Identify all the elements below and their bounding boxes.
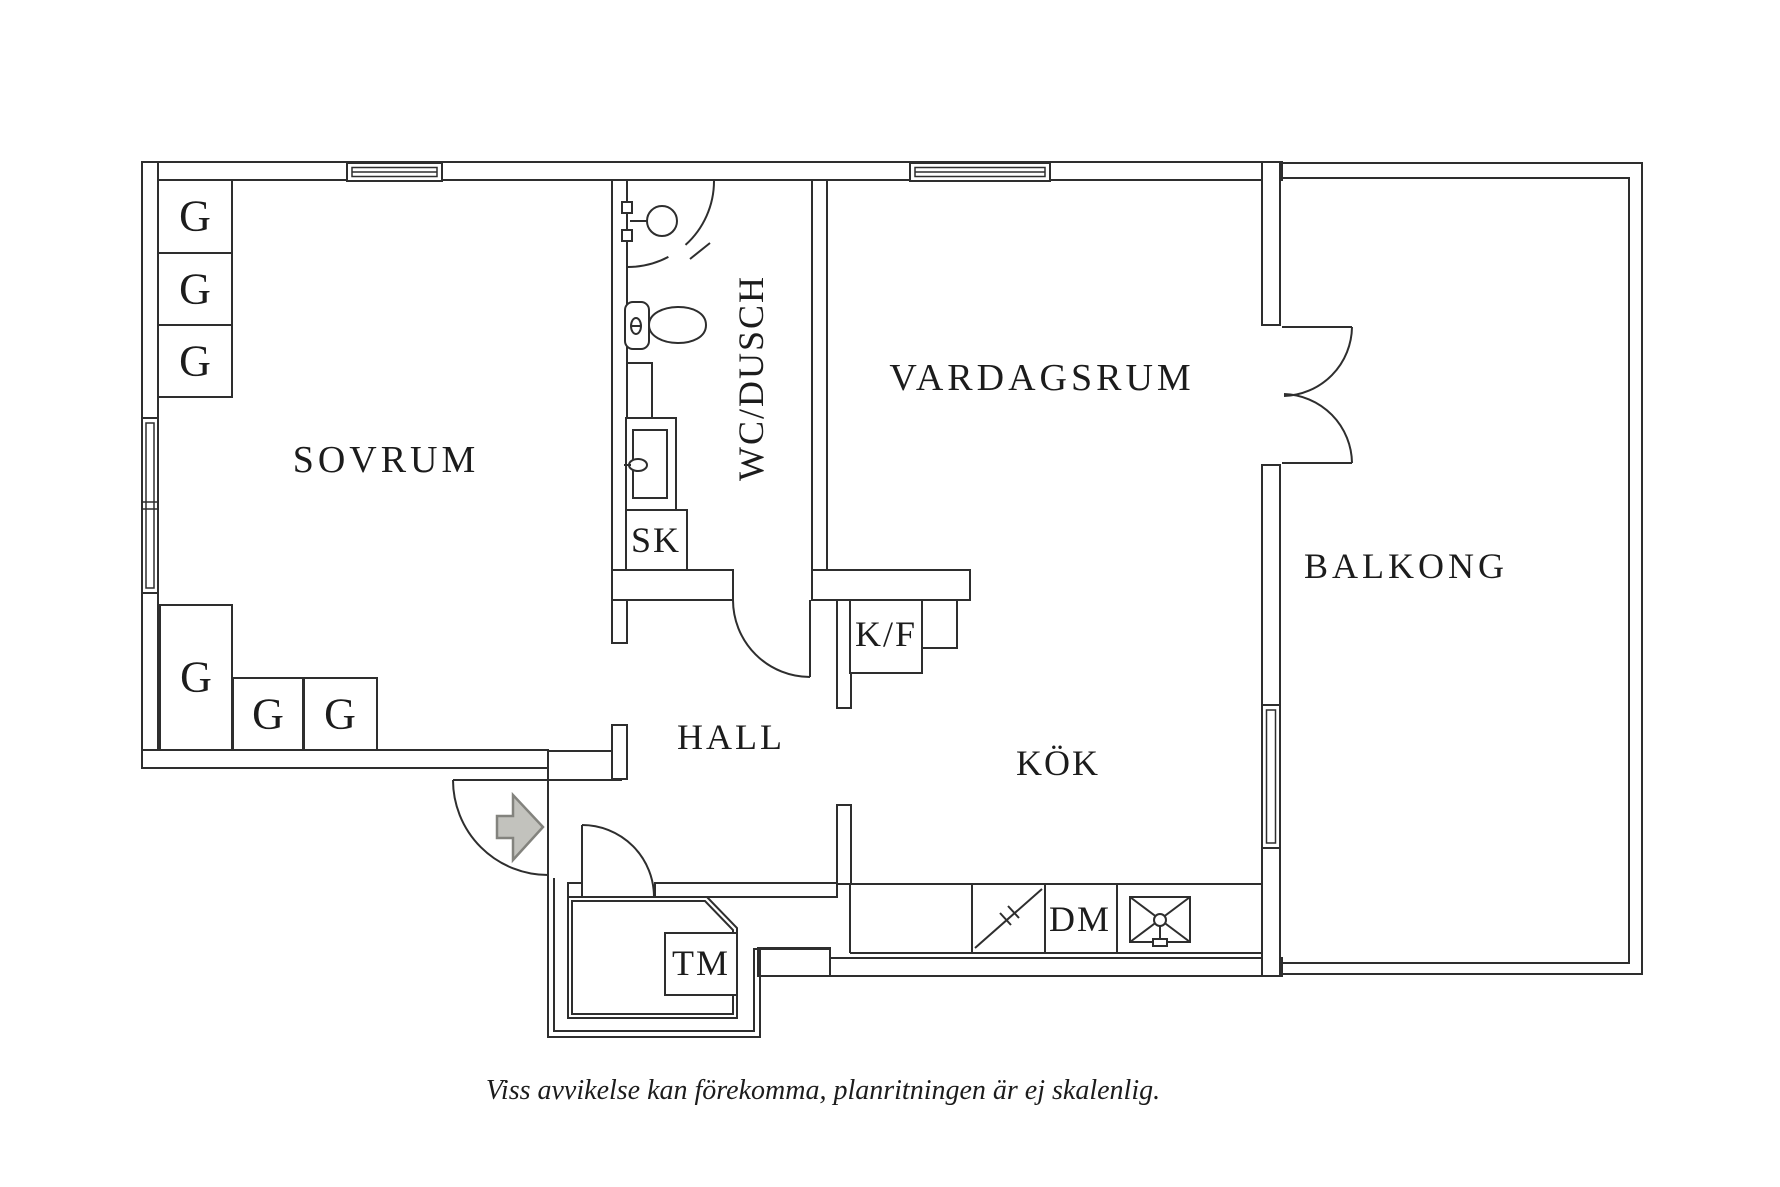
shower-icon: [621, 180, 715, 268]
wall-stub-upper: [836, 599, 852, 709]
fridge-freezer-label: K/F: [854, 614, 918, 654]
wardrobe-box: [157, 252, 233, 326]
wall-stub-lower: [836, 804, 852, 885]
wardrobe-box: [159, 604, 233, 751]
wall-hall-bottom-left: [567, 882, 583, 898]
wall-right-lower: [1261, 847, 1281, 977]
wall-hall-bottom: [654, 882, 838, 898]
fridge-freezer-box: [849, 599, 923, 674]
wardrobe-box: [157, 179, 233, 254]
kitchen-sink-icon: [1129, 896, 1191, 947]
entry-arrow-icon: [495, 791, 545, 864]
balcony-railing-outer: [1282, 162, 1643, 975]
vestibule-inner-wall: [553, 878, 755, 1032]
cleaning-cabinet-label: SK: [630, 520, 682, 560]
wardrobe-label: G: [179, 336, 211, 386]
livingroom-window-icon: [909, 162, 1051, 182]
wall-pillar-entry: [611, 724, 628, 780]
wardrobe-label: G: [252, 689, 284, 739]
storage-door-icon: [581, 824, 655, 898]
disclaimer-text: Viss avvikelse kan förekomma, planritnin…: [485, 1075, 1161, 1106]
sink-vanity-icon: [624, 362, 677, 511]
bedroom-window-icon: [346, 162, 443, 182]
doors: [452, 326, 1353, 898]
washing-machine-box: [664, 932, 738, 996]
room-label-hall: HALL: [677, 717, 785, 757]
vestibule-outer-wall: [547, 878, 761, 1038]
stove-icon: [974, 888, 1043, 949]
kitchen-counter: [849, 883, 1262, 954]
room-label-kok: KÖK: [1016, 743, 1100, 783]
windows: [141, 162, 1281, 849]
wall-right-mid: [1261, 464, 1281, 706]
wall-wc-right: [811, 179, 828, 571]
kitchen-cabinet-box: [921, 599, 958, 649]
kitchen-window-icon: [1261, 704, 1281, 849]
wardrobe-box: [232, 677, 304, 751]
room-label-balkong: BALKONG: [1304, 546, 1508, 586]
dishwasher-label: DM: [1048, 899, 1112, 939]
wardrobe-box: [157, 324, 233, 398]
wc-door-icon: [732, 599, 811, 678]
wall-top: [141, 161, 1283, 181]
room-label-wc-dusch: WC/DUSCH: [731, 274, 771, 482]
wardrobe-label: G: [180, 652, 212, 702]
wall-bedroom-bottom: [141, 749, 549, 769]
washing-machine-label: TM: [672, 943, 730, 983]
room-label-vardagsrum: VARDAGSRUM: [889, 357, 1195, 399]
toilet-icon: [624, 301, 708, 350]
wardrobe-label: G: [179, 264, 211, 314]
wall-livingroom-kitchen: [811, 569, 971, 601]
interior-walls: [453, 161, 1281, 977]
wall-wc-bottom: [611, 569, 734, 601]
entry-door-icon: [452, 779, 549, 878]
balcony-railing-inner: [1282, 177, 1630, 964]
bedroom-side-window-icon: [141, 417, 159, 594]
wall-bottom-step: [757, 947, 831, 977]
bathroom-fixtures: [621, 180, 715, 571]
storage-room-wall-inner: [571, 900, 734, 1015]
wall-kitchen-bottom: [829, 957, 1283, 977]
balcony-double-door-icon: [1282, 326, 1353, 464]
wardrobe-boxes: [157, 179, 378, 751]
room-label-sovrum: SOVRUM: [292, 439, 480, 481]
wardrobe-label: G: [179, 191, 211, 241]
cleaning-cabinet-box: [625, 509, 688, 571]
balcony-railing: [1282, 162, 1643, 975]
wall-right-upper: [1261, 161, 1281, 326]
wardrobe-label: G: [324, 689, 356, 739]
kitchen-fixtures: [849, 599, 1262, 954]
wardrobe-box: [303, 677, 378, 751]
